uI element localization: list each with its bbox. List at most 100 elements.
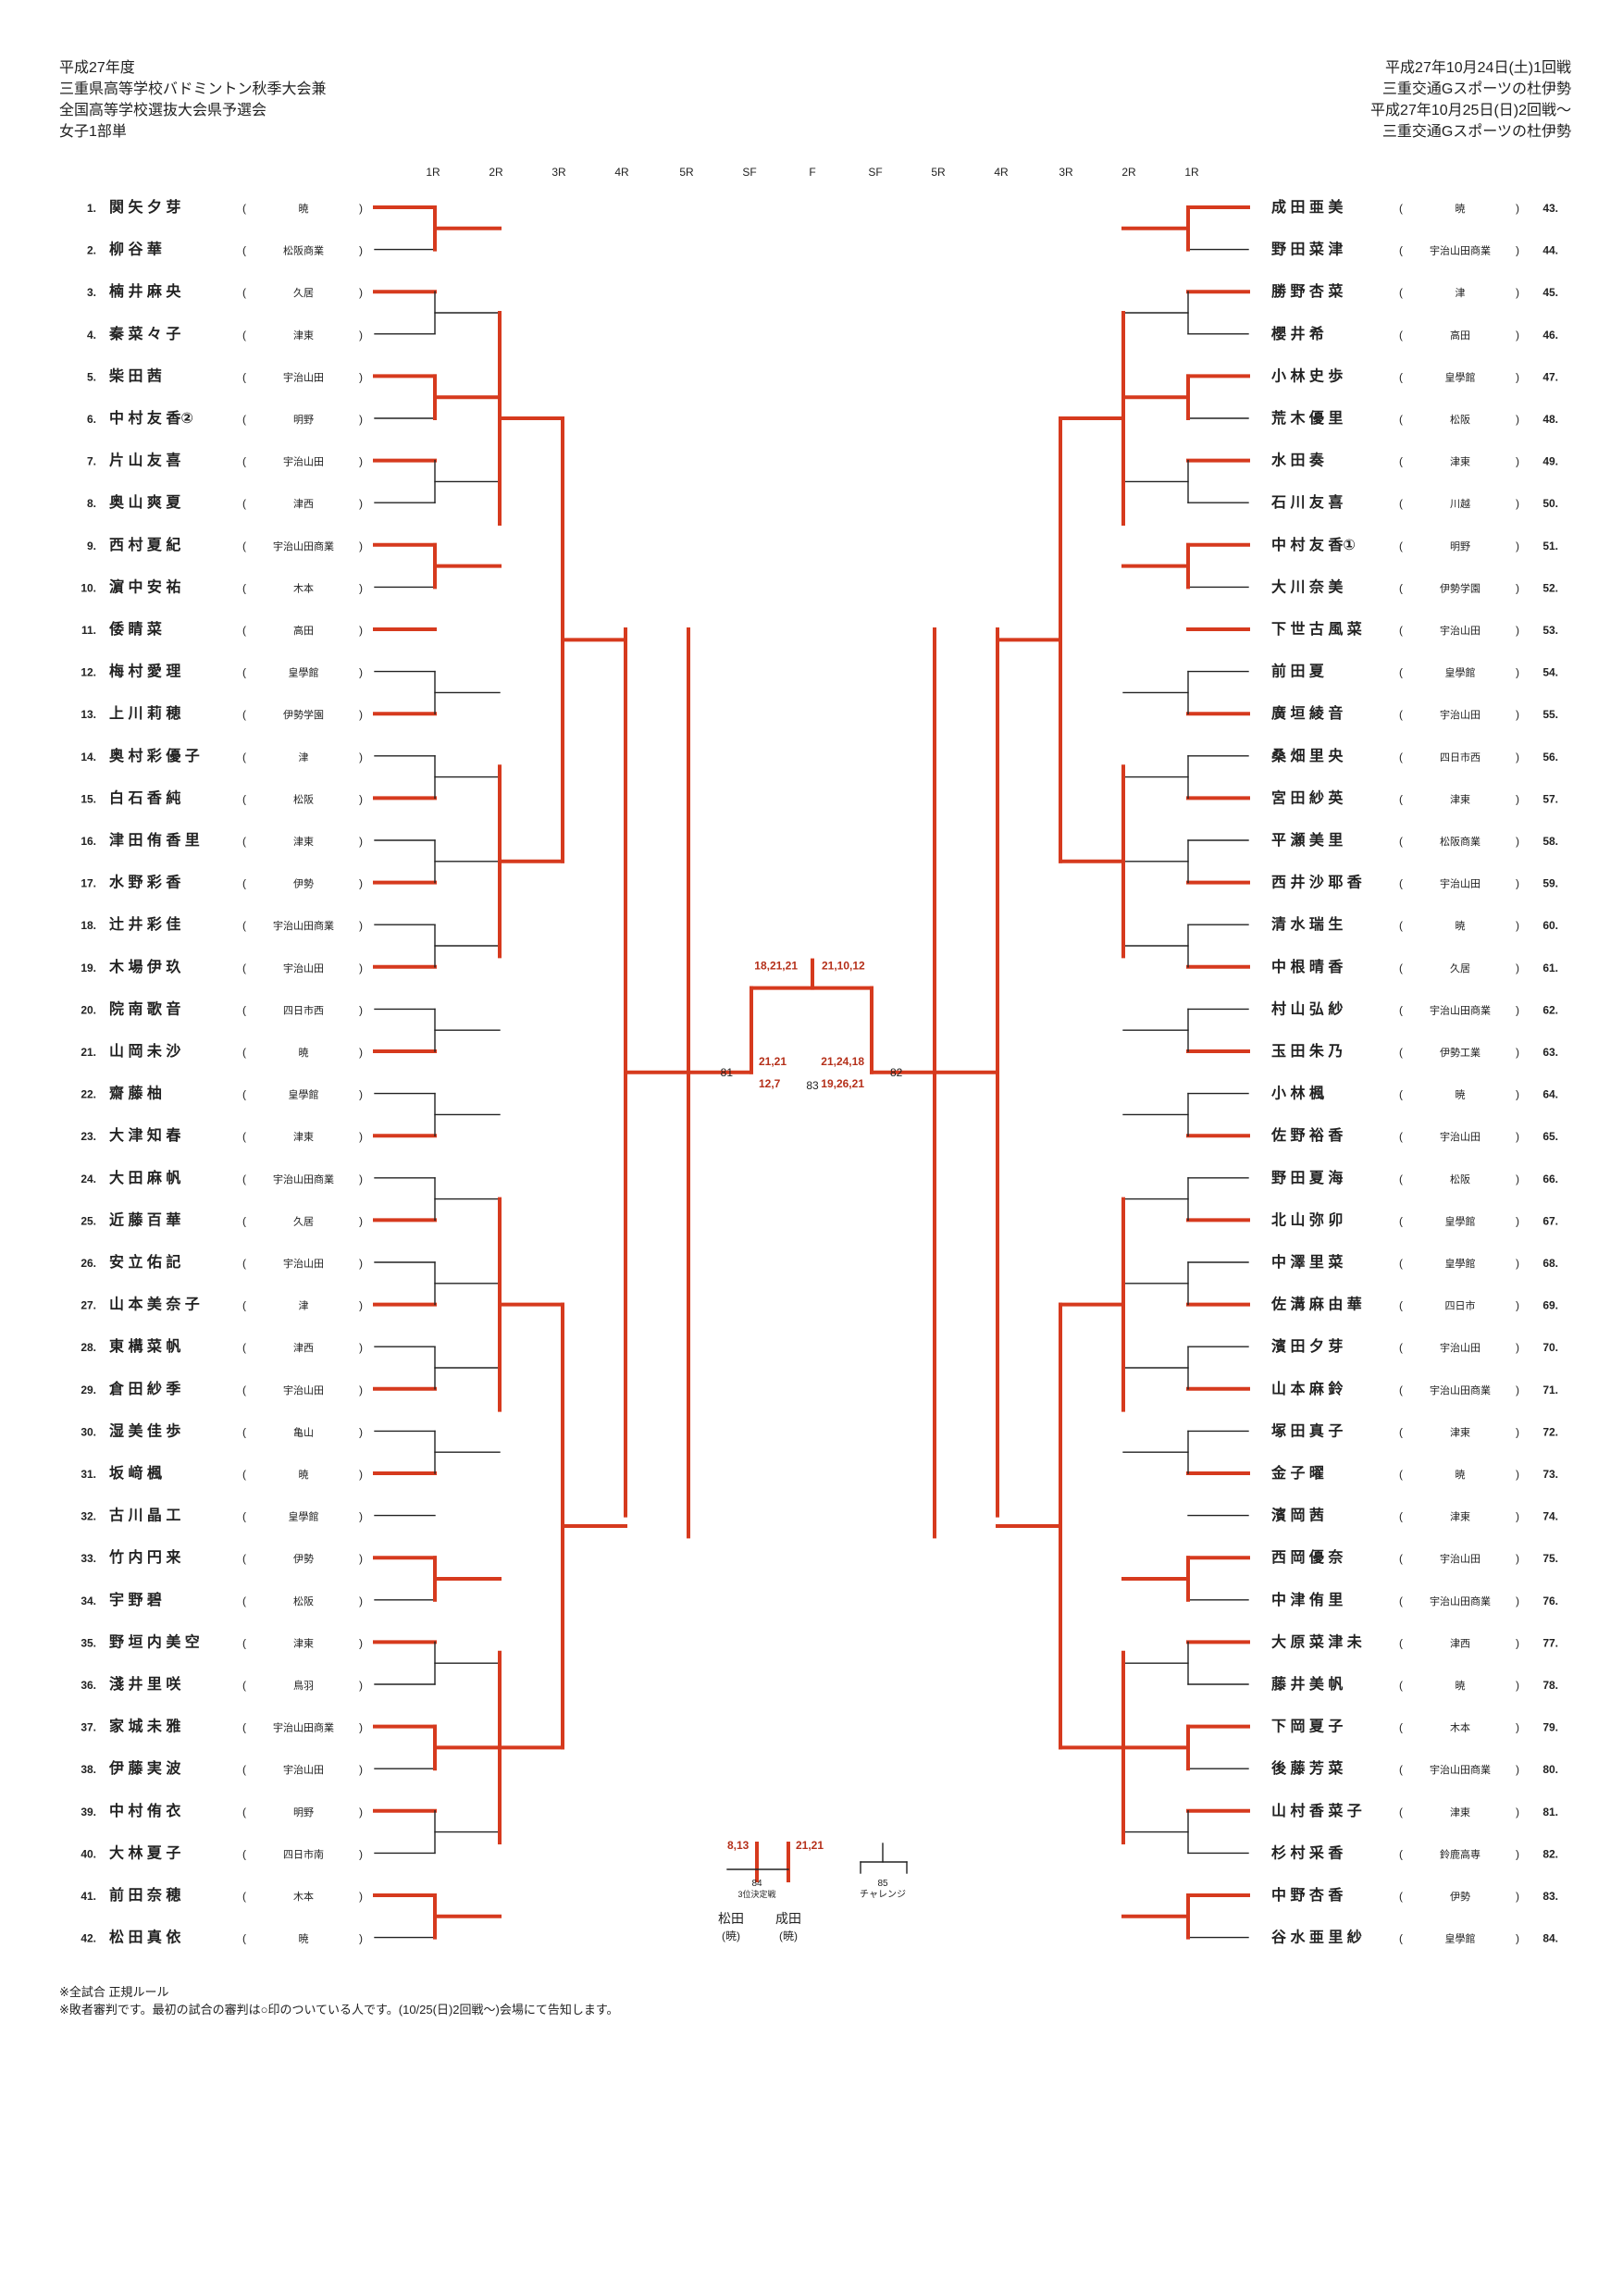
- player-number: 78.: [1542, 1679, 1558, 1692]
- player-name: 西 村 夏 紀: [109, 536, 180, 553]
- school-bracket: (: [242, 751, 246, 763]
- player-number: 40.: [81, 1847, 96, 1860]
- school-bracket: (: [1399, 1173, 1403, 1185]
- header-date-1: 平成27年10月24日(土)1回戦: [1385, 60, 1571, 76]
- school-bracket: (: [242, 1299, 246, 1312]
- player-name: 大 津 知 春: [109, 1126, 181, 1144]
- player-number: 4.: [87, 329, 96, 341]
- player-number: 67.: [1542, 1214, 1558, 1227]
- player-name: 野 垣 内 美 空: [109, 1632, 200, 1650]
- player-number: 54.: [1542, 666, 1558, 679]
- school-bracket: ): [359, 1341, 363, 1354]
- school-bracket: (: [1399, 1679, 1403, 1692]
- school-name: 宇治山田: [283, 455, 324, 468]
- school-bracket: ): [1516, 1130, 1519, 1143]
- player-name: 中 津 侑 里: [1271, 1591, 1343, 1608]
- school-bracket: ): [359, 1721, 363, 1734]
- player-name: 後 藤 芳 菜: [1271, 1759, 1343, 1777]
- school-bracket: ): [359, 1384, 363, 1396]
- school-bracket: (: [1399, 1636, 1403, 1649]
- school-bracket: ): [359, 370, 363, 383]
- school-bracket: (: [242, 666, 246, 679]
- player-name: 藤 井 美 帆: [1271, 1675, 1343, 1693]
- player-number: 45.: [1542, 286, 1558, 299]
- round-label: 3R: [551, 166, 566, 179]
- player-name: 大 川 奈 美: [1271, 577, 1344, 595]
- school-name: 宇治山田: [283, 962, 324, 974]
- school-bracket: ): [359, 286, 363, 299]
- school-bracket: ): [359, 1552, 363, 1565]
- school-name: 宇治山田: [283, 1384, 324, 1396]
- school-bracket: (: [1399, 244, 1403, 257]
- final-score-left: 18,21,21: [754, 960, 798, 973]
- school-name: 宇治山田: [1440, 1552, 1481, 1565]
- school-name: 松阪: [1450, 1173, 1470, 1185]
- school-bracket: ): [1516, 413, 1519, 426]
- player-number: 14.: [81, 751, 96, 763]
- player-name: 中 村 友 香①: [1271, 536, 1356, 553]
- school-name: 皇學館: [1445, 1214, 1476, 1227]
- school-bracket: (: [1399, 877, 1403, 890]
- school-bracket: (: [1399, 751, 1403, 763]
- school-name: 津西: [293, 1342, 314, 1354]
- round-label: 3R: [1059, 166, 1073, 179]
- player-name: 下 岡 夏 子: [1271, 1719, 1343, 1735]
- school-bracket: (: [242, 1088, 246, 1101]
- school-name: 伊勢: [293, 877, 314, 890]
- player-name: 山 本 麻 鈴: [1271, 1380, 1344, 1397]
- player-number: 26.: [81, 1257, 96, 1270]
- header-category: 女子1部単: [59, 124, 127, 140]
- school-bracket: (: [242, 919, 246, 932]
- school-bracket: (: [242, 244, 246, 257]
- player-name: 柳 谷 華: [109, 241, 162, 258]
- challenge-label: チャレンジ: [860, 1889, 906, 1900]
- school-bracket: ): [1516, 455, 1519, 468]
- school-name: 津東: [293, 1131, 314, 1143]
- school-bracket: ): [359, 877, 363, 890]
- player-name: 大 林 夏 子: [109, 1843, 180, 1861]
- school-bracket: ): [359, 835, 363, 848]
- school-name: 宇治山田商業: [1430, 244, 1491, 257]
- school-bracket: ): [1516, 1214, 1519, 1227]
- school-bracket: (: [242, 1341, 246, 1354]
- school-name: 伊勢学園: [283, 708, 324, 721]
- school-name: 津東: [1450, 456, 1470, 468]
- school-bracket: (: [242, 1763, 246, 1776]
- school-name: 明野: [293, 414, 314, 426]
- player-name: 安 立 佑 記: [109, 1253, 180, 1271]
- player-number: 48.: [1542, 413, 1558, 426]
- player-name: 湿 美 佳 歩: [108, 1421, 180, 1439]
- player-number: 18.: [81, 919, 96, 932]
- school-bracket: (: [242, 1468, 246, 1481]
- school-bracket: (: [242, 581, 246, 594]
- school-name: 津東: [1450, 1806, 1470, 1818]
- player-name: 玉 田 朱 乃: [1271, 1042, 1343, 1060]
- school-bracket: ): [1516, 1173, 1519, 1185]
- school-name: 宇治山田商業: [273, 919, 334, 932]
- player-name: 倉 田 紗 季: [108, 1380, 181, 1397]
- school-name: 津: [1456, 287, 1466, 299]
- school-bracket: ): [1516, 202, 1519, 215]
- round-label: SF: [742, 166, 756, 179]
- school-bracket: ): [1516, 540, 1519, 552]
- player-number: 31.: [81, 1468, 96, 1481]
- player-name: 中 村 侑 衣: [109, 1802, 180, 1819]
- player-name: 佐 野 裕 香: [1270, 1126, 1344, 1144]
- player-name: 松 田 真 依: [109, 1929, 181, 1946]
- school-bracket: (: [1399, 1299, 1403, 1312]
- school-name: 津西: [293, 498, 314, 510]
- school-bracket: ): [1516, 1932, 1519, 1945]
- school-bracket: (: [1399, 624, 1403, 637]
- school-name: 宇治山田: [283, 370, 324, 383]
- school-bracket: ): [1516, 1341, 1519, 1354]
- player-number: 10.: [81, 581, 96, 594]
- school-bracket: (: [242, 1552, 246, 1565]
- school-bracket: (: [1399, 1552, 1403, 1565]
- school-bracket: ): [359, 1932, 363, 1945]
- player-number: 68.: [1542, 1257, 1558, 1270]
- sf-left-match-number: 81: [721, 1066, 734, 1079]
- player-name: 中 村 友 香②: [109, 409, 193, 427]
- player-name: 柴 田 茜: [108, 366, 162, 384]
- player-name: 濱 岡 茜: [1271, 1507, 1324, 1524]
- player-number: 36.: [81, 1679, 96, 1692]
